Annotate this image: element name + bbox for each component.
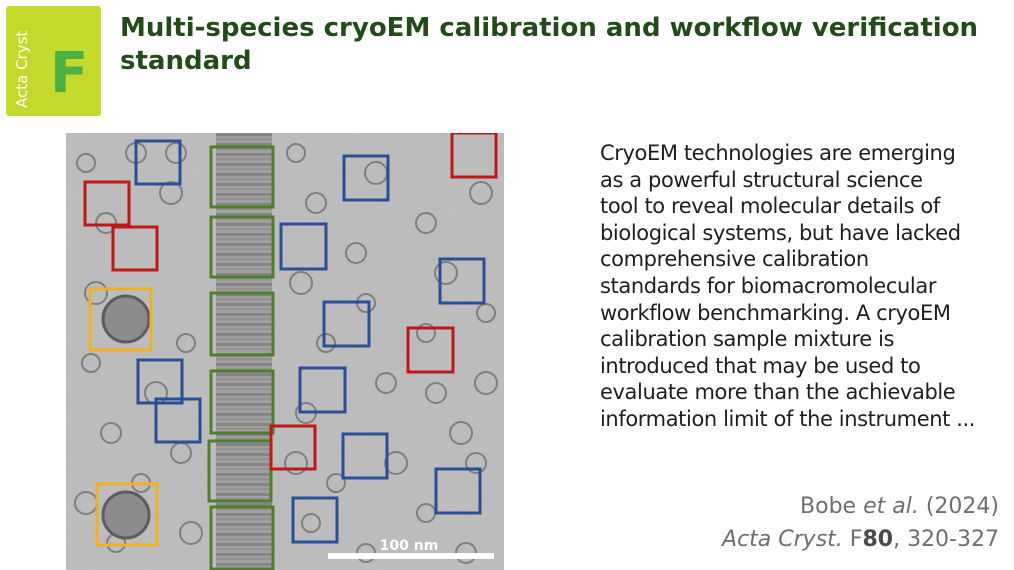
journal-logo: Acta Cryst F [6,6,101,116]
particle-field [74,142,498,564]
logo-section-letter: F [50,41,89,106]
particle [476,303,496,323]
blue-annotation-box [341,432,389,480]
page-title: Multi-species cryoEM calibration and wor… [120,13,979,76]
green-annotation-box [209,291,275,357]
scale-bar [328,553,494,559]
particle [384,451,408,475]
particle [95,212,117,234]
citation-et-al: et al. [863,494,919,519]
particle [415,212,437,234]
citation-volume: 80 [862,527,894,552]
blue-annotation-box [134,139,182,186]
green-annotation-box [207,439,273,503]
particle [416,323,436,343]
particle [316,333,336,353]
green-annotation-box [209,215,275,279]
citation-pages: , 320-327 [893,527,999,552]
particle [159,181,183,205]
cryoem-micrograph: 100 nm [66,133,504,570]
particle [289,271,313,295]
particle [449,421,473,445]
red-annotation-box [83,180,131,227]
red-annotation-box [450,133,498,179]
blue-annotation-box [322,300,371,348]
blue-annotation-box [279,222,328,271]
filament-track [216,133,272,570]
scale-bar-label: 100 nm [380,538,439,554]
particle [305,192,327,214]
citation-section: F [849,527,863,552]
red-annotation-box [406,326,455,374]
blue-annotation-box [342,154,390,202]
blue-annotation-box [136,358,184,405]
particle [284,451,308,475]
particle [434,261,458,285]
red-annotation-box [111,225,159,272]
logo-journal-name: Acta Cryst [13,30,31,108]
blue-annotation-box [154,397,202,444]
particle [469,181,493,205]
particle [425,382,447,404]
particle [76,153,96,173]
citation-journal: Acta Cryst. [722,527,843,552]
abstract-text: CryoEM technologies are emerging as a po… [600,141,976,431]
blue-annotation-box [434,467,482,515]
blue-annotation-box [438,257,486,305]
particle [176,333,196,353]
annotation-boxes [83,133,498,570]
citation-year: (2024) [925,494,999,519]
particle [465,452,487,474]
citation: Bobe et al. (2024) Acta Cryst. F80, 320-… [722,490,999,556]
red-annotation-box [269,424,317,471]
yellow-annotation-box [88,287,153,352]
particle [345,242,367,264]
particle [165,142,187,164]
particle [375,372,397,394]
green-annotation-box [209,505,275,570]
particle [474,371,498,395]
particle [179,521,203,545]
blue-annotation-box [291,496,339,544]
yellow-annotation-box [95,482,159,547]
particle [84,281,108,305]
citation-author: Bobe [800,494,857,519]
citation-reference-line: Acta Cryst. F80, 320-327 [722,523,999,556]
particle [326,473,346,493]
particle [286,143,306,163]
blue-annotation-box [298,366,347,414]
large-particle [101,490,151,540]
particle [81,353,101,373]
green-annotation-box [209,369,275,435]
citation-authors-line: Bobe et al. (2024) [722,490,999,523]
large-particle [101,294,151,344]
green-annotation-box [209,145,275,209]
particle [100,422,122,444]
particle [301,513,321,533]
